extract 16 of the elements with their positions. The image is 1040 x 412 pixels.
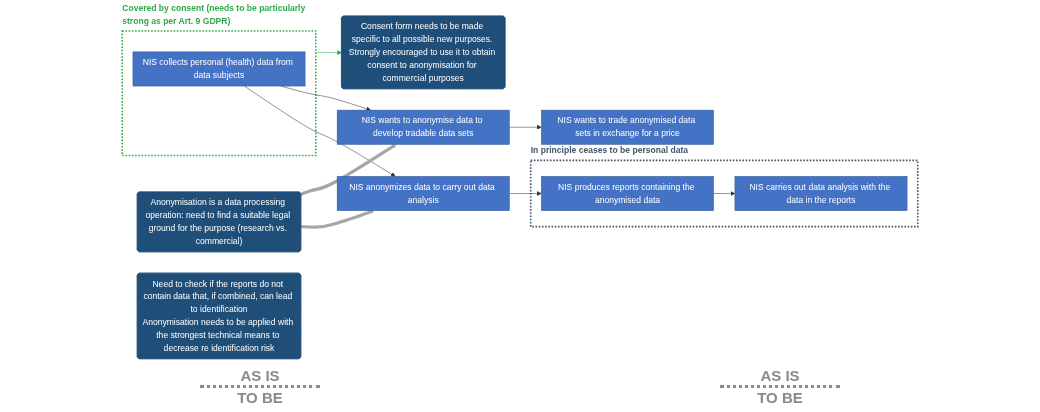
state-label: AS IS: [240, 367, 280, 384]
arrow: [301, 209, 375, 229]
cluster: [121, 30, 317, 157]
node-box: NIS wants to anonymise data to develop tradable data sets: [336, 109, 510, 145]
state-label: TO BE: [757, 389, 803, 406]
node-label: Covered by consent (needs to be particularly strong as per Art. 9 GDPR): [122, 3, 306, 26]
arrow: [300, 144, 397, 196]
node-box: NIS carries out data analysis with the data in the reports: [734, 176, 908, 211]
node-label: In principle ceases to be personal data: [530, 145, 689, 156]
state-label: TO BE: [237, 389, 283, 406]
node-box: NIS anonymizes data to carry out data analysis: [336, 176, 510, 211]
node-box: NIS produces reports containing the anonymised data: [541, 176, 714, 211]
node-box: NIS wants to trade anonymised data sets in exchange for a price: [541, 109, 714, 145]
cluster: [529, 159, 919, 228]
state-label: AS IS: [760, 367, 800, 384]
node-box: NIS collects personal (health) data from data subjects: [132, 51, 306, 87]
